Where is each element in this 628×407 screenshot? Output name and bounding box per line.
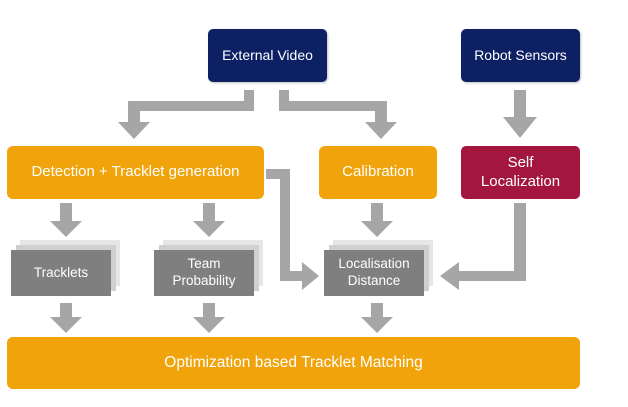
- arrow-calibration-to-localisation: [361, 203, 393, 237]
- arrow-detection-to-localisation: [266, 169, 319, 290]
- detection-node: Detection + Tracklet generation: [7, 146, 264, 199]
- arrow-self-localization-to-localisation: [440, 203, 526, 290]
- optimization-label: Optimization based Tracklet Matching: [164, 354, 423, 372]
- arrow-tracklets-to-optimization: [50, 303, 82, 333]
- calibration-label: Calibration: [342, 163, 414, 181]
- robot-sensors-label: Robot Sensors: [474, 46, 567, 63]
- arrow-video-to-detection: [118, 90, 254, 139]
- detection-label: Detection + Tracklet generation: [31, 163, 240, 181]
- self-localization-node: Self Localization: [461, 146, 580, 199]
- arrow-team-probability-to-optimization: [193, 303, 225, 333]
- arrow-localisation-to-optimization: [361, 303, 393, 333]
- team-probability-label: Team Probability: [172, 256, 236, 288]
- arrow-sensors-to-self-localization: [503, 90, 537, 138]
- optimization-node: Optimization based Tracklet Matching: [7, 337, 580, 389]
- arrow-detection-to-team-probability: [193, 203, 225, 237]
- localisation-distance-node: Localisation Distance: [324, 250, 424, 296]
- team-probability-node: Team Probability: [154, 250, 254, 296]
- arrow-detection-to-tracklets: [50, 203, 82, 237]
- self-localization-label: Self Localization: [480, 153, 561, 190]
- localisation-distance-label: Localisation Distance: [338, 256, 410, 288]
- calibration-node: Calibration: [319, 146, 437, 199]
- external-video-node: External Video: [208, 29, 327, 82]
- tracklets-label: Tracklets: [33, 264, 89, 280]
- robot-sensors-node: Robot Sensors: [461, 29, 580, 82]
- arrow-video-to-calibration: [279, 90, 397, 139]
- external-video-label: External Video: [222, 46, 313, 63]
- tracklets-node: Tracklets: [11, 250, 111, 296]
